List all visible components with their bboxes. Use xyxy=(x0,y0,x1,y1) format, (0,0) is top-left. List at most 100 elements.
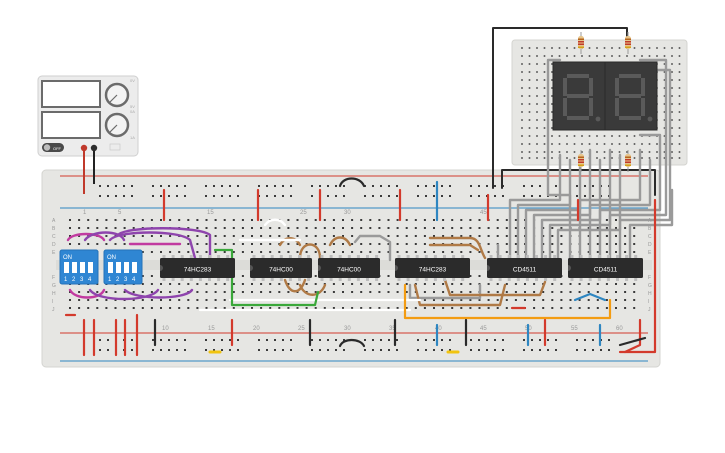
wire-green[interactable] xyxy=(213,248,320,307)
wire-gray-mid-2[interactable] xyxy=(408,283,482,300)
wire-brown-4[interactable] xyxy=(283,278,307,293)
wire-purple-1[interactable] xyxy=(83,231,126,242)
wire-gray-seg-n[interactable] xyxy=(546,58,572,260)
wire-magenta-1[interactable] xyxy=(66,232,106,242)
hole xyxy=(314,283,317,285)
hole xyxy=(369,307,372,309)
wire-gray-seg-k[interactable] xyxy=(608,58,668,260)
wire-brown-2[interactable] xyxy=(298,243,322,260)
wire-brown-1[interactable] xyxy=(278,237,302,247)
hole xyxy=(560,235,563,237)
resistor[interactable] xyxy=(625,150,631,172)
negative-terminal[interactable] xyxy=(90,144,98,152)
wire-white-2[interactable] xyxy=(263,218,287,227)
wire-red-right[interactable] xyxy=(618,198,657,354)
wire-brown-3[interactable] xyxy=(328,236,352,247)
hole xyxy=(505,283,508,285)
hole xyxy=(671,71,673,73)
power-supply[interactable]: 0V 5V 0A 1A OFF xyxy=(37,75,139,157)
dip-toggle[interactable] xyxy=(72,262,77,273)
rail-hole xyxy=(335,349,337,351)
ic-chip[interactable]: 74HC283 xyxy=(395,255,470,281)
dip-toggle[interactable] xyxy=(80,262,85,273)
wire-gray-seg-j[interactable] xyxy=(598,133,662,260)
wire-red-bot-9[interactable] xyxy=(623,318,642,354)
hole xyxy=(496,307,499,309)
hole xyxy=(423,243,426,245)
wire-blue-3[interactable] xyxy=(573,292,607,302)
dip-number: 2 xyxy=(116,277,120,283)
hole xyxy=(528,103,531,105)
dip-toggle[interactable] xyxy=(124,262,129,273)
wire-gray-seg-m[interactable] xyxy=(628,188,674,260)
ic-chip[interactable]: 74HC00 xyxy=(250,255,312,281)
wire-gray-seg-h[interactable] xyxy=(578,148,642,260)
dip-toggle[interactable] xyxy=(108,262,113,273)
wire-purple-4[interactable] xyxy=(88,288,160,301)
hole xyxy=(596,157,598,159)
hole xyxy=(678,135,681,137)
seven-segment-display-2[interactable]: 8. xyxy=(0,0,658,131)
hole xyxy=(603,151,606,153)
hole xyxy=(351,219,354,221)
ic-chip[interactable]: 74HC00 xyxy=(318,255,380,281)
seven-segment-display-1[interactable]: 8. xyxy=(0,0,606,131)
wire-gray-seg-a[interactable] xyxy=(508,153,562,260)
dip-toggle[interactable] xyxy=(88,262,93,273)
rail-hole xyxy=(396,195,398,197)
rail-hole xyxy=(176,185,178,187)
dip-toggle[interactable] xyxy=(132,262,137,273)
hole xyxy=(423,283,426,285)
wire-brown-9[interactable] xyxy=(443,278,547,297)
wire-purple-5[interactable] xyxy=(123,288,194,299)
chip-pin xyxy=(252,278,256,281)
dip-toggle[interactable] xyxy=(64,262,69,273)
hole xyxy=(521,111,523,113)
hole xyxy=(478,299,481,301)
wire-black-display-2[interactable] xyxy=(501,169,656,196)
wire-gray-seg-d[interactable] xyxy=(532,148,592,260)
ic-chip[interactable]: 74HC283 xyxy=(160,255,235,281)
positive-terminal[interactable] xyxy=(80,144,88,152)
hole xyxy=(360,307,363,309)
row-label: A xyxy=(52,218,56,224)
hole xyxy=(305,227,308,229)
hole xyxy=(551,307,554,309)
ic-chip[interactable]: CD4511 xyxy=(487,255,562,281)
wire-gray-seg-i[interactable] xyxy=(588,158,652,260)
hole xyxy=(78,227,81,229)
resistor[interactable] xyxy=(625,32,631,54)
wire-gray-mid-1[interactable] xyxy=(353,234,392,262)
chip-pin xyxy=(544,255,548,258)
wire-gray-seg-c[interactable] xyxy=(524,163,582,260)
hole xyxy=(566,157,568,159)
dip-switch-2[interactable]: ON 1 2 3 4 xyxy=(103,249,143,285)
wire-brown-5[interactable] xyxy=(298,283,327,296)
rail-hole xyxy=(433,339,435,341)
wires[interactable] xyxy=(64,27,674,357)
wire-brown-7[interactable] xyxy=(428,243,480,252)
dip-toggle[interactable] xyxy=(116,262,121,273)
wire-purple-3[interactable] xyxy=(116,227,212,260)
hole xyxy=(521,127,523,129)
wire-orange[interactable] xyxy=(403,283,612,320)
resistor[interactable] xyxy=(578,150,584,172)
hole xyxy=(573,55,576,57)
rail-hole xyxy=(478,349,480,351)
wire-black-display-gnd[interactable] xyxy=(492,27,628,189)
wire-purple-2[interactable] xyxy=(108,231,197,260)
dip-switch-1[interactable]: ON 1 2 3 4 xyxy=(59,249,99,285)
wire-black-bridge-top[interactable] xyxy=(338,177,366,188)
wire-black-bridge-bot[interactable] xyxy=(338,338,366,348)
hole xyxy=(433,227,435,229)
ic-chip[interactable]: CD4511 xyxy=(568,255,643,281)
resistors[interactable] xyxy=(578,32,631,172)
wire-black-bot-5[interactable] xyxy=(618,336,647,347)
resistor[interactable] xyxy=(578,32,584,54)
wire-magenta-3[interactable] xyxy=(68,288,106,299)
hole xyxy=(214,307,217,309)
wire-gray-seg-b[interactable] xyxy=(516,158,572,260)
rail-hole xyxy=(168,185,170,187)
wire-brown-6[interactable] xyxy=(428,236,487,260)
